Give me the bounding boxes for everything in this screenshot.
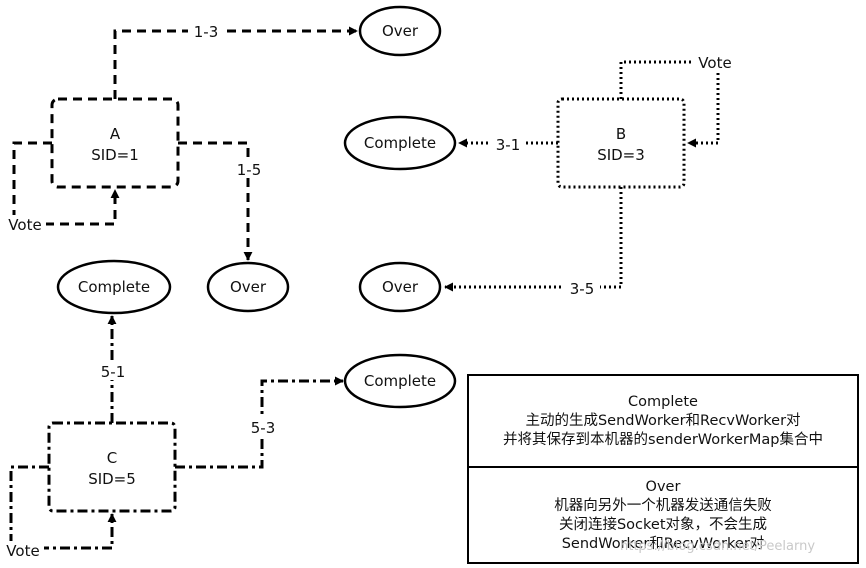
node-c (47, 421, 177, 513)
legend-over-title: Over (645, 479, 681, 495)
ellipse-complete-b-label: Complete (364, 134, 436, 152)
ellipse-complete-b (343, 115, 457, 171)
edge-label-a-vote: Vote (8, 216, 41, 234)
node-b-sid: SID=3 (597, 146, 645, 164)
watermark: https://blog.csdn.net/Peelarny (620, 539, 816, 554)
ellipse-complete-c-label: Complete (364, 372, 436, 390)
edge-label-1-3: 1-3 (194, 23, 219, 41)
node-b-name: B (616, 125, 626, 143)
ellipse-over-a (206, 261, 290, 313)
edge-a-vote (12, 141, 120, 226)
node-a-name: A (110, 125, 121, 143)
ellipse-over-top (358, 5, 442, 57)
legend-over: Over 机器向另外一个机器发送通信失败 关闭连接Socket对象，不会生成 S… (467, 466, 859, 564)
edge-label-b-vote: Vote (698, 54, 731, 72)
legend-complete-line1: 主动的生成SendWorker和RecvWorker对 (525, 413, 801, 429)
ellipse-over-b-label: Over (382, 278, 419, 296)
legend-complete-line2: 并将其保存到本机器的senderWorkerMap集合中 (503, 432, 823, 448)
edge-label-3-5: 3-5 (570, 280, 595, 298)
edge-label-5-3: 5-3 (251, 419, 276, 437)
legend-complete: Complete 主动的生成SendWorker和RecvWorker对 并将其… (467, 374, 859, 468)
ellipse-complete-c-up (56, 259, 172, 315)
ellipse-complete-c (343, 353, 457, 409)
node-b (556, 97, 686, 189)
edge-a-1-3 (113, 26, 358, 99)
node-a-sid: SID=1 (91, 146, 139, 164)
edge-label-5-1: 5-1 (101, 363, 126, 381)
node-c-name: C (107, 449, 117, 467)
ellipse-over-a-label: Over (230, 278, 267, 296)
legend-over-line3: SendWorker和RecvWorker对 (561, 536, 765, 552)
ellipse-complete-c-up-label: Complete (78, 278, 150, 296)
node-c-sid: SID=5 (88, 470, 136, 488)
ellipse-over-top-label: Over (382, 22, 419, 40)
edge-a-1-5 (178, 141, 253, 261)
edge-b-3-5 (444, 187, 623, 292)
edge-label-1-5: 1-5 (237, 161, 262, 179)
edge-label-3-1: 3-1 (496, 136, 521, 154)
edge-label-c-vote: Vote (6, 542, 39, 560)
node-a (50, 97, 180, 189)
ellipse-over-b (358, 261, 442, 313)
legend-over-line1: 机器向另外一个机器发送通信失败 (554, 498, 772, 514)
legend-over-line2: 关闭连接Socket对象，不会生成 (558, 517, 768, 533)
legend-complete-title: Complete (628, 394, 698, 410)
edge-b-vote (619, 60, 720, 148)
